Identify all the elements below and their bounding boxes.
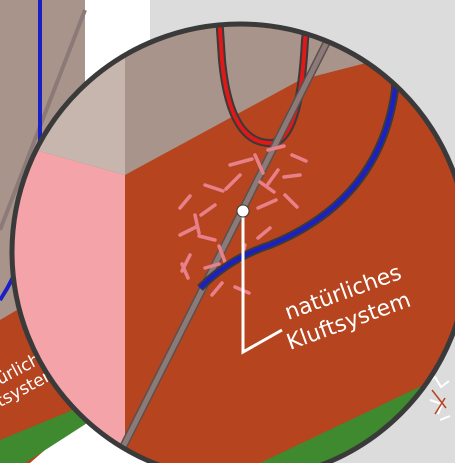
fracture-marker-dot xyxy=(237,205,249,217)
